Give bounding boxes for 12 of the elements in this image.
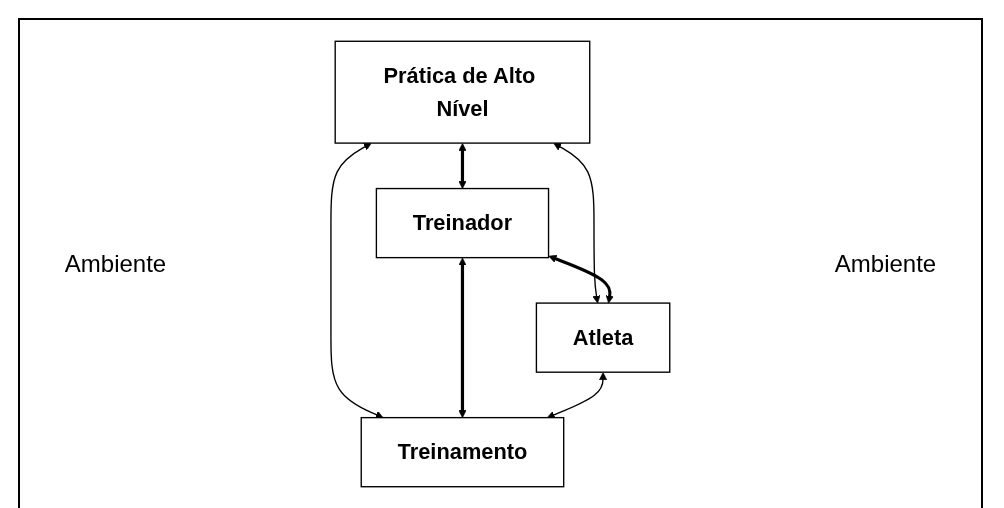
node-box: Prática de Alto Nível (334, 40, 591, 144)
arrow (553, 142, 601, 304)
node-box: Treinamento (360, 416, 565, 488)
node-box: Atleta (535, 302, 671, 373)
arrow (458, 257, 467, 418)
arrow (458, 143, 467, 189)
node-box: Treinador (375, 187, 550, 259)
note-text: Ambiente (833, 250, 938, 278)
arrow (330, 142, 384, 419)
arrow (547, 372, 608, 419)
note-text: Ambiente (63, 250, 168, 278)
arrow (548, 255, 614, 304)
